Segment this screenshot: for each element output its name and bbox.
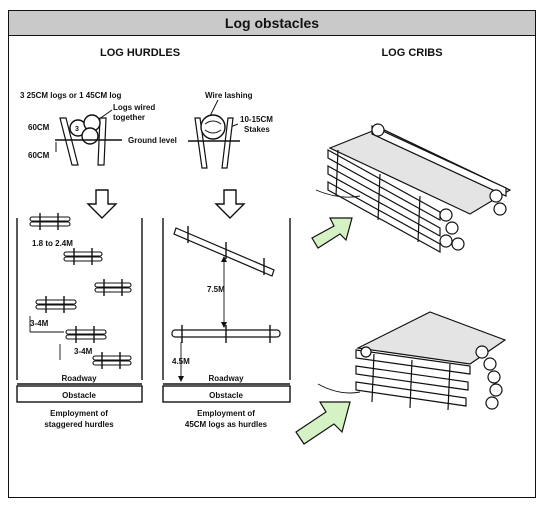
roadway-label-left: Roadway [61,374,97,383]
wire-lashing-label: Wire lashing [205,91,253,100]
spacing-label-4: 7.5M [207,285,225,294]
height-label-1: 60CM [28,123,50,132]
spacing-label-2: 3-4M [30,319,49,328]
svg-text:3: 3 [75,126,79,133]
logs-wired-label-1: Logs wired [113,103,155,112]
caption-right-line-2: 45CM logs as hurdles [185,420,268,429]
diagram-frame: Log obstacles [8,10,536,498]
spacing-label-1: 1.8 to 2.4M [32,239,73,248]
log-hurdles-heading: LOG HURDLES [100,47,180,59]
log-crib-top [315,123,512,254]
log-hurdles-panel [162,218,291,403]
caption-left-line-2: staggered hurdles [44,420,114,429]
diagram-title: Log obstacles [9,11,535,36]
log-cribs-heading: LOG CRIBS [381,47,442,59]
spacing-label-5: 4.5M [172,357,190,366]
stakes-label-2: Stakes [244,125,270,134]
stakes-label-1: 10-15CM [240,115,273,124]
spacing-label-3: 3-4M [74,347,93,356]
logs-wired-label-2: together [113,113,145,122]
obstacle-label-left: Obstacle [62,391,96,400]
caption-right-line-1: Employment of [197,409,255,418]
green-arrow-bottom [295,401,351,445]
logs-option-label: 3 25CM logs or 1 45CM log [20,91,121,100]
hurdle-cross-section-left: 3 [55,114,122,166]
down-arrow-right [214,189,246,219]
ground-level-label: Ground level [128,136,177,145]
caption-left-line-1: Employment of [50,409,108,418]
log-crib-bottom [317,311,507,411]
height-label-2: 60CM [28,151,50,160]
hurdle-cross-section-right [188,114,240,169]
roadway-label-right: Roadway [208,374,244,383]
down-arrow-left [86,189,118,219]
obstacle-label-right: Obstacle [209,391,243,400]
green-arrow-top [311,217,353,249]
staggered-hurdles-panel [16,213,143,403]
